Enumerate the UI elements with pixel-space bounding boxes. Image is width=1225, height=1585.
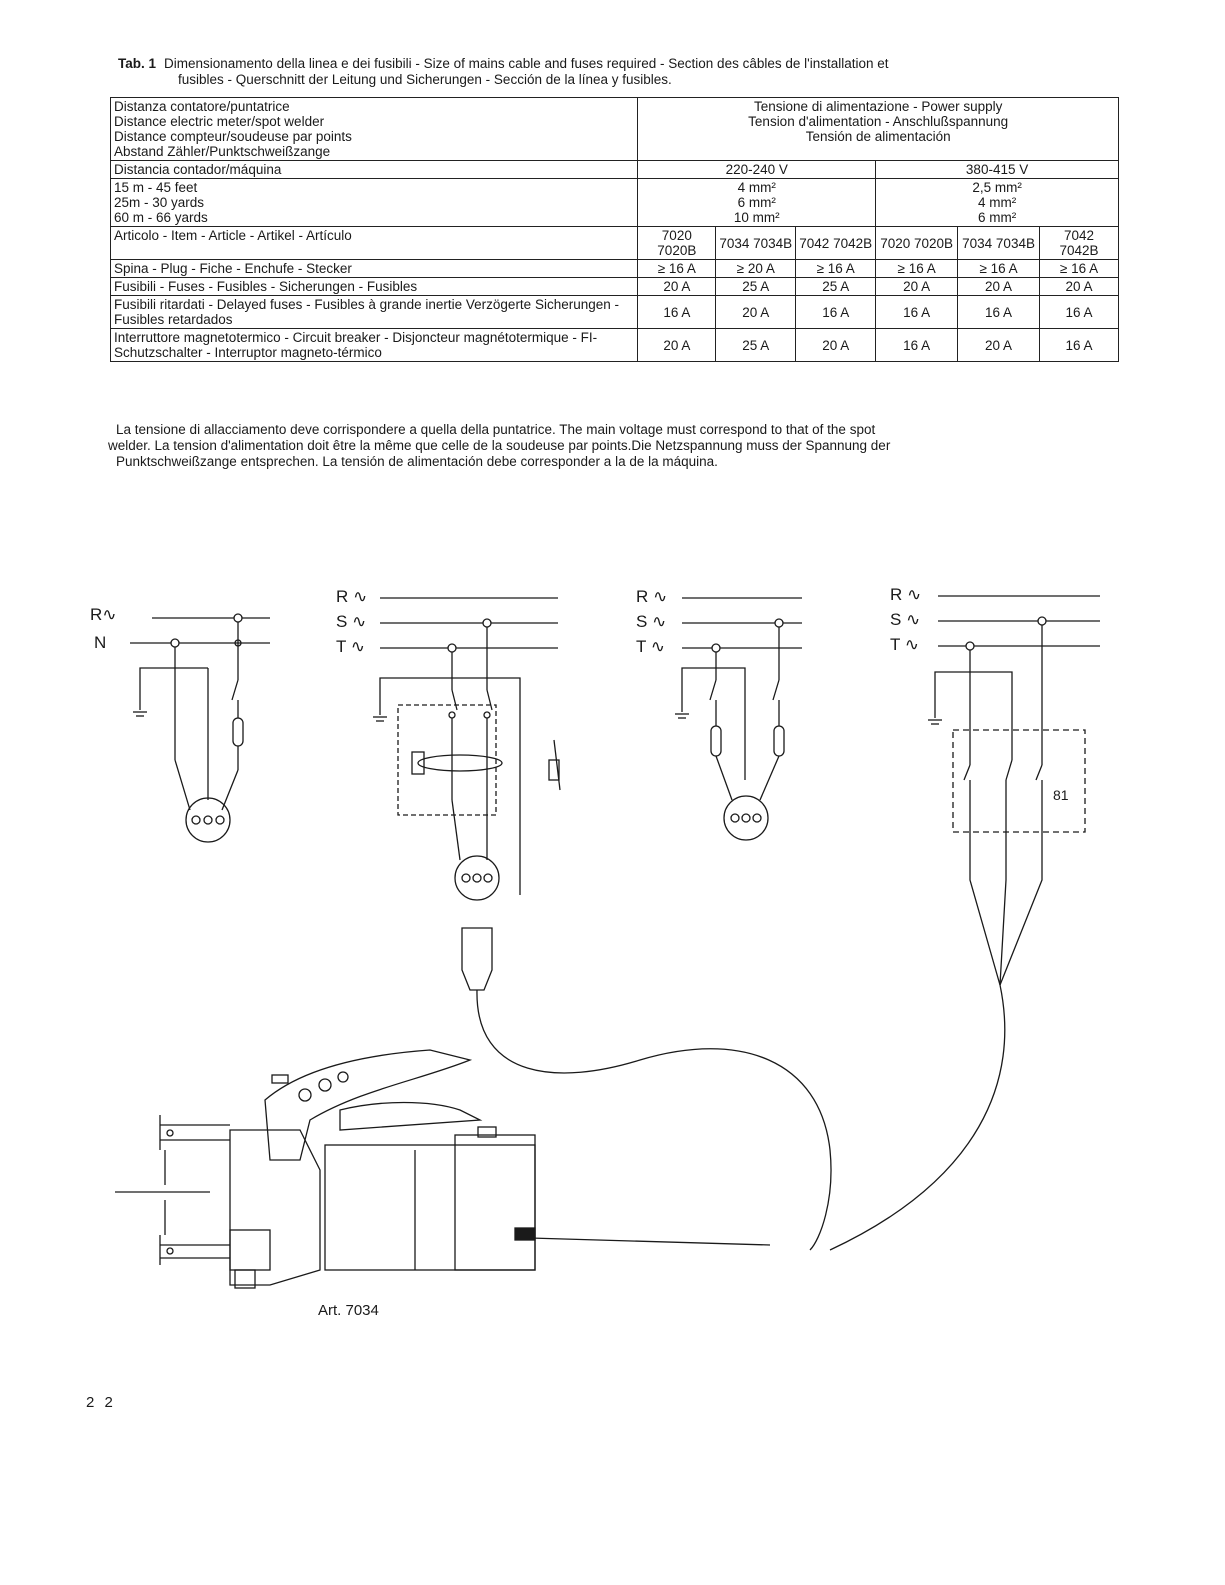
table-cell: ≥ 16 A [795, 259, 877, 278]
wiring-diagram: R∿ N R ∿ S ∿ T ∿ [90, 585, 1100, 1289]
voltage-group-220: 220-240 V [637, 160, 877, 179]
table-cell: ≥ 16 A [637, 259, 717, 278]
label-mid-r: R ∿ [636, 587, 667, 606]
row-label: Interruttore magnetotermico - Circuit br… [109, 328, 639, 362]
table-row: Fusibili - Fuses - Fusibles - Sicherunge… [109, 277, 1119, 296]
supply-cable [829, 984, 1006, 1251]
table-cell: 20 A [795, 328, 877, 362]
breaker-label: 81 [1053, 787, 1069, 803]
single-phase-schematic: R∿ N [90, 605, 270, 843]
table-cell: 16 A [637, 295, 717, 329]
table-cell: 20 A [957, 328, 1041, 362]
three-phase-schematic-right: R ∿ S ∿ T ∿ 81 [890, 585, 1100, 986]
table-cell: 25 A [795, 277, 877, 296]
label-left-s: S ∿ [336, 612, 366, 631]
table-cell: ≥ 16 A [1039, 259, 1119, 278]
page-number: 2 2 [86, 1394, 116, 1411]
table-cell: 25 A [715, 328, 797, 362]
cable-section-row: 15 m - 45 feet 25m - 30 yards 60 m - 66 … [109, 178, 1119, 227]
table-cell: 20 A [715, 295, 797, 329]
table-cell: 7034 7034B [957, 226, 1041, 260]
label-left-t: T ∿ [336, 637, 365, 656]
table-cell: 7020 7020B [875, 226, 959, 260]
note-line-3: Punktschweißzange entsprechen. La tensió… [116, 454, 718, 469]
sections-380: 2,5 mm² 4 mm² 6 mm² [875, 178, 1119, 227]
table-row: Interruttore magnetotermico - Circuit br… [109, 328, 1119, 362]
sections-220: 4 mm² 6 mm² 10 mm² [637, 178, 877, 227]
voltage-group-380: 380-415 V [875, 160, 1119, 179]
voltage-header: Tensione di alimentazione - Power supply… [637, 97, 1119, 161]
table-cell: 20 A [957, 277, 1041, 296]
label-single-r: R∿ [90, 605, 117, 624]
row-label: Fusibili ritardati - Delayed fuses - Fus… [109, 295, 639, 329]
caption-line-1: Dimensionamento della linea e dei fusibi… [164, 56, 889, 71]
label-right-t: T ∿ [890, 635, 919, 654]
label-mid-s: S ∿ [636, 612, 666, 631]
table-cell: 7042 7042B [1039, 226, 1119, 260]
table-cell: ≥ 16 A [875, 259, 959, 278]
label-mid-t: T ∿ [636, 637, 665, 656]
voltage-group-row: Distancia contador/máquina 220-240 V 380… [109, 160, 1119, 179]
table-cell: 16 A [1039, 295, 1119, 329]
three-phase-schematic-middle: R ∿ S ∿ T ∿ [636, 587, 802, 841]
table-cell: 20 A [637, 277, 717, 296]
table-cell: 25 A [715, 277, 797, 296]
table-cell: ≥ 16 A [957, 259, 1041, 278]
table-cell: 20 A [875, 277, 959, 296]
table-cell: 20 A [1039, 277, 1119, 296]
table-cell: 7020 7020B [637, 226, 717, 260]
article-caption: Art. 7034 [318, 1302, 379, 1319]
label-single-n: N [94, 633, 106, 652]
label-right-s: S ∿ [890, 610, 920, 629]
table-number: Tab. 1 [118, 56, 157, 71]
distance-list: 15 m - 45 feet 25m - 30 yards 60 m - 66 … [109, 178, 639, 227]
table-cell: ≥ 20 A [715, 259, 797, 278]
table-row: Fusibili ritardati - Delayed fuses - Fus… [109, 295, 1119, 329]
table-cell: 16 A [1039, 328, 1119, 362]
table-header-row: Distanza contatore/puntatrice Distance e… [109, 97, 1119, 161]
table-caption: Tab. 1 Dimensionamento della linea e dei … [118, 56, 1118, 88]
table-row: Articolo - Item - Article - Artikel - Ar… [109, 226, 1119, 260]
label-left-r: R ∿ [336, 587, 367, 606]
plug-cable [476, 989, 832, 1251]
three-phase-schematic-left: R ∿ S ∿ T ∿ [336, 587, 561, 991]
cable-fuse-table: Distanza contatore/puntatrice Distance e… [109, 97, 1119, 362]
table-cell: 16 A [957, 295, 1041, 329]
voltage-note: La tensione di allacciamento deve corris… [108, 422, 1118, 470]
row-label: Articolo - Item - Article - Artikel - Ar… [109, 226, 639, 260]
table-row: Spina - Plug - Fiche - Enchufe - Stecker… [109, 259, 1119, 278]
spot-welder-illustration [115, 1049, 536, 1289]
table-cell: 16 A [875, 328, 959, 362]
table-cell: 7042 7042B [795, 226, 877, 260]
table-cell: 7034 7034B [715, 226, 797, 260]
table-cell: 20 A [637, 328, 717, 362]
note-line-2: welder. La tension d'alimentation doit ê… [108, 438, 891, 453]
distance-header: Distanza contatore/puntatrice Distance e… [109, 97, 639, 161]
row-label: Spina - Plug - Fiche - Enchufe - Stecker [109, 259, 639, 278]
caption-line-2: fusibles - Querschnitt der Leitung und S… [178, 72, 672, 87]
note-line-1: La tensione di allacciamento deve corris… [116, 422, 876, 437]
distance-header-es: Distancia contador/máquina [109, 160, 639, 179]
label-right-r: R ∿ [890, 585, 921, 604]
table-cell: 16 A [795, 295, 877, 329]
row-label: Fusibili - Fuses - Fusibles - Sicherunge… [109, 277, 639, 296]
table-cell: 16 A [875, 295, 959, 329]
